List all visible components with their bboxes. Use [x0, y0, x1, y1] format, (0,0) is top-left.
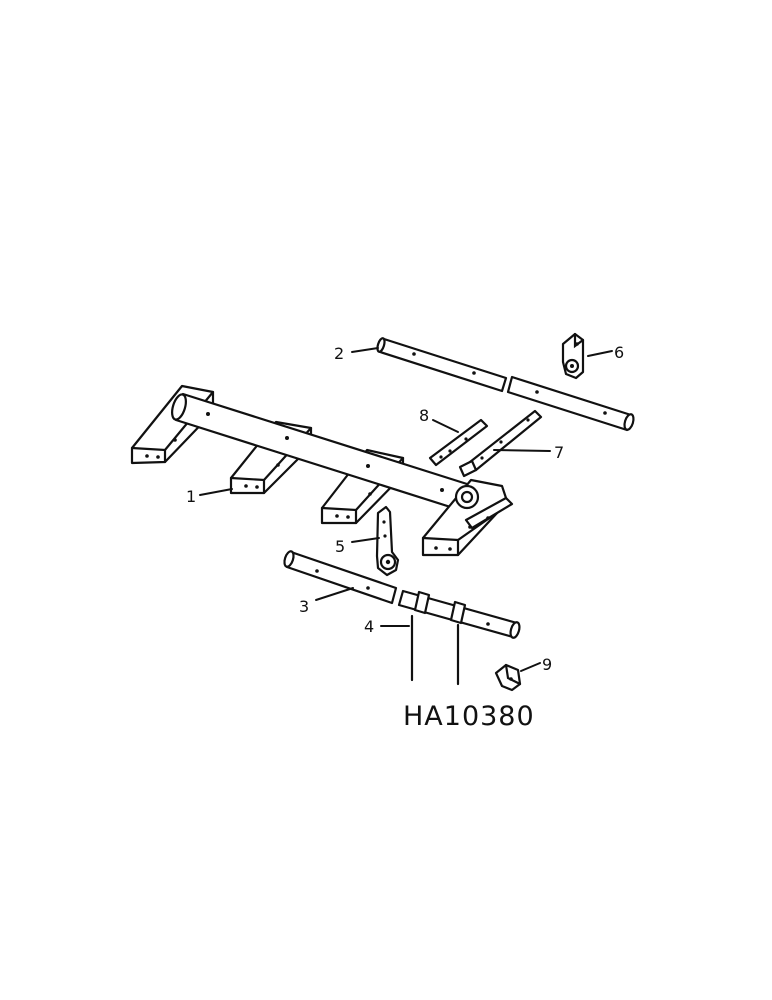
- callout-1: 1: [186, 487, 196, 506]
- leader-1: [199, 488, 233, 496]
- callout-9: 9: [542, 655, 552, 674]
- callout-6: 6: [614, 343, 624, 362]
- leader-lines: [199, 347, 613, 672]
- leader-8: [432, 419, 459, 433]
- part-1-main-frame: [130, 384, 514, 557]
- part-7-flat-link: [458, 409, 543, 478]
- frame-tube-end-ring: [454, 484, 480, 510]
- part-3-lower-shaft: [283, 550, 398, 605]
- frame-bracket-4: [421, 478, 514, 557]
- leader-9: [520, 662, 541, 672]
- part-4-collared-shaft: [397, 589, 521, 686]
- leader-3: [315, 587, 354, 601]
- diagram-reference-code: HA10380: [403, 701, 535, 732]
- callout-3: 3: [299, 597, 309, 616]
- part-5-lever-arm: [375, 505, 400, 577]
- part-8-flat-link: [428, 418, 489, 467]
- leader-6: [587, 350, 613, 357]
- leader-5: [351, 537, 380, 543]
- part-2-upper-shaft: [376, 337, 508, 393]
- callout-4: 4: [364, 617, 374, 636]
- callout-5: 5: [335, 537, 345, 556]
- callout-7: 7: [554, 443, 564, 462]
- leader-7: [493, 449, 551, 452]
- part-9-clamp: [494, 663, 522, 692]
- part-6-clevis-bracket: [561, 332, 585, 380]
- leader-2: [351, 347, 379, 353]
- callout-labels: 1 2 3 4 5 6 7 8 9: [186, 343, 624, 674]
- callout-2: 2: [334, 344, 344, 363]
- callout-8: 8: [419, 406, 429, 425]
- part-2-upper-shaft-section: [506, 375, 635, 432]
